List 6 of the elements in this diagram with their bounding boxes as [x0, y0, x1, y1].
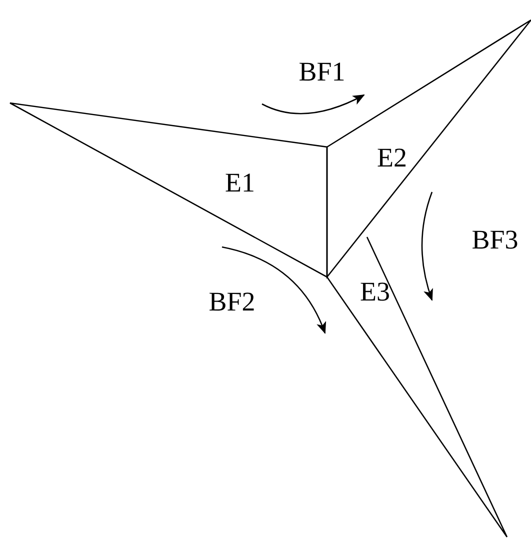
- element-label: E2: [377, 144, 407, 172]
- flow-label: BF1: [298, 58, 346, 86]
- flow-label: BF2: [208, 288, 256, 316]
- element-label: E1: [225, 170, 255, 196]
- flow-label: BF3: [472, 226, 518, 254]
- element-label: E3: [360, 278, 390, 306]
